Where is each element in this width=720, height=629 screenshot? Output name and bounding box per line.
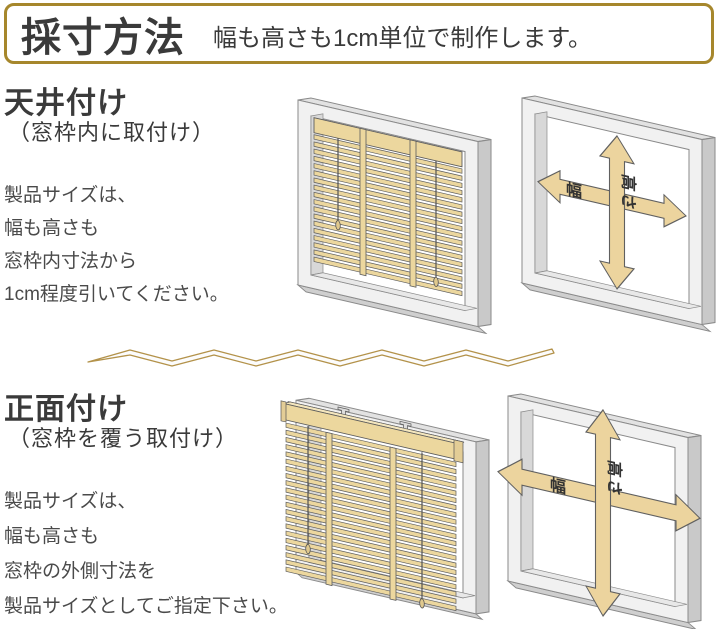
height-arrow xyxy=(598,134,636,290)
height-label: 高さ xyxy=(605,458,624,500)
body-line: 製品サイズは、 xyxy=(4,491,137,512)
body-line: 窓枠内寸法から xyxy=(4,251,138,272)
section-ceiling-body: 製品サイズは、 幅も高さも 窓枠内寸法から 1cm程度引いてください。 xyxy=(4,179,229,311)
ladder-tape xyxy=(409,139,417,288)
height-arrow xyxy=(584,408,622,617)
illustration-blind-inside-frame xyxy=(296,97,492,334)
rail-end-cap xyxy=(453,439,464,464)
body-line: 製品サイズは、 xyxy=(4,185,137,206)
body-line: 窓枠の外側寸法を xyxy=(4,561,157,582)
rail-end-cap xyxy=(280,400,287,423)
venetian-blind xyxy=(313,117,463,297)
cord-tassel xyxy=(305,544,311,555)
height-label: 高さ xyxy=(619,172,638,214)
illustration-frame-outer-arrows: 高さ 幅 xyxy=(497,393,702,629)
illustration-frame-inner-arrows: 高さ 幅 xyxy=(520,95,716,333)
width-label: 幅 xyxy=(550,475,566,497)
section-ceiling-heading: 天井付け xyxy=(4,87,128,120)
illustration-blind-over-frame xyxy=(280,397,490,621)
cord-tassel xyxy=(419,598,425,609)
body-line: 製品サイズとしてご指定下さい。 xyxy=(4,596,288,617)
cord-tassel xyxy=(433,276,439,287)
zigzag-divider xyxy=(87,348,555,367)
cord-tassel xyxy=(335,220,341,231)
section-front-body: 製品サイズは、 幅も高さも 窓枠の外側寸法を 製品サイズとしてご指定下さい。 xyxy=(4,484,288,624)
section-front-heading: 正面付け xyxy=(4,393,128,426)
page-title: 採寸方法 xyxy=(21,15,185,60)
section-ceiling-subheading: （窓枠内に取付け） xyxy=(8,120,216,145)
ladder-tape xyxy=(359,127,367,277)
page-subtitle: 幅も高さも1cm単位で制作します。 xyxy=(213,25,592,52)
window-frame xyxy=(520,95,716,333)
header-box: 採寸方法 幅も高さも1cm単位で制作します。 xyxy=(4,3,714,64)
width-label: 幅 xyxy=(566,179,582,201)
venetian-blind xyxy=(280,400,465,612)
ladder-tape xyxy=(325,431,333,587)
body-line: 幅も高さも xyxy=(4,526,100,547)
section-front-subheading: （窓枠を覆う取付け） xyxy=(8,426,239,451)
slats xyxy=(313,134,463,297)
head-rail xyxy=(313,117,463,168)
body-line: 1cm程度引いてください。 xyxy=(4,284,229,305)
body-line: 幅も高さも xyxy=(4,218,100,239)
ladder-tape xyxy=(389,446,397,601)
